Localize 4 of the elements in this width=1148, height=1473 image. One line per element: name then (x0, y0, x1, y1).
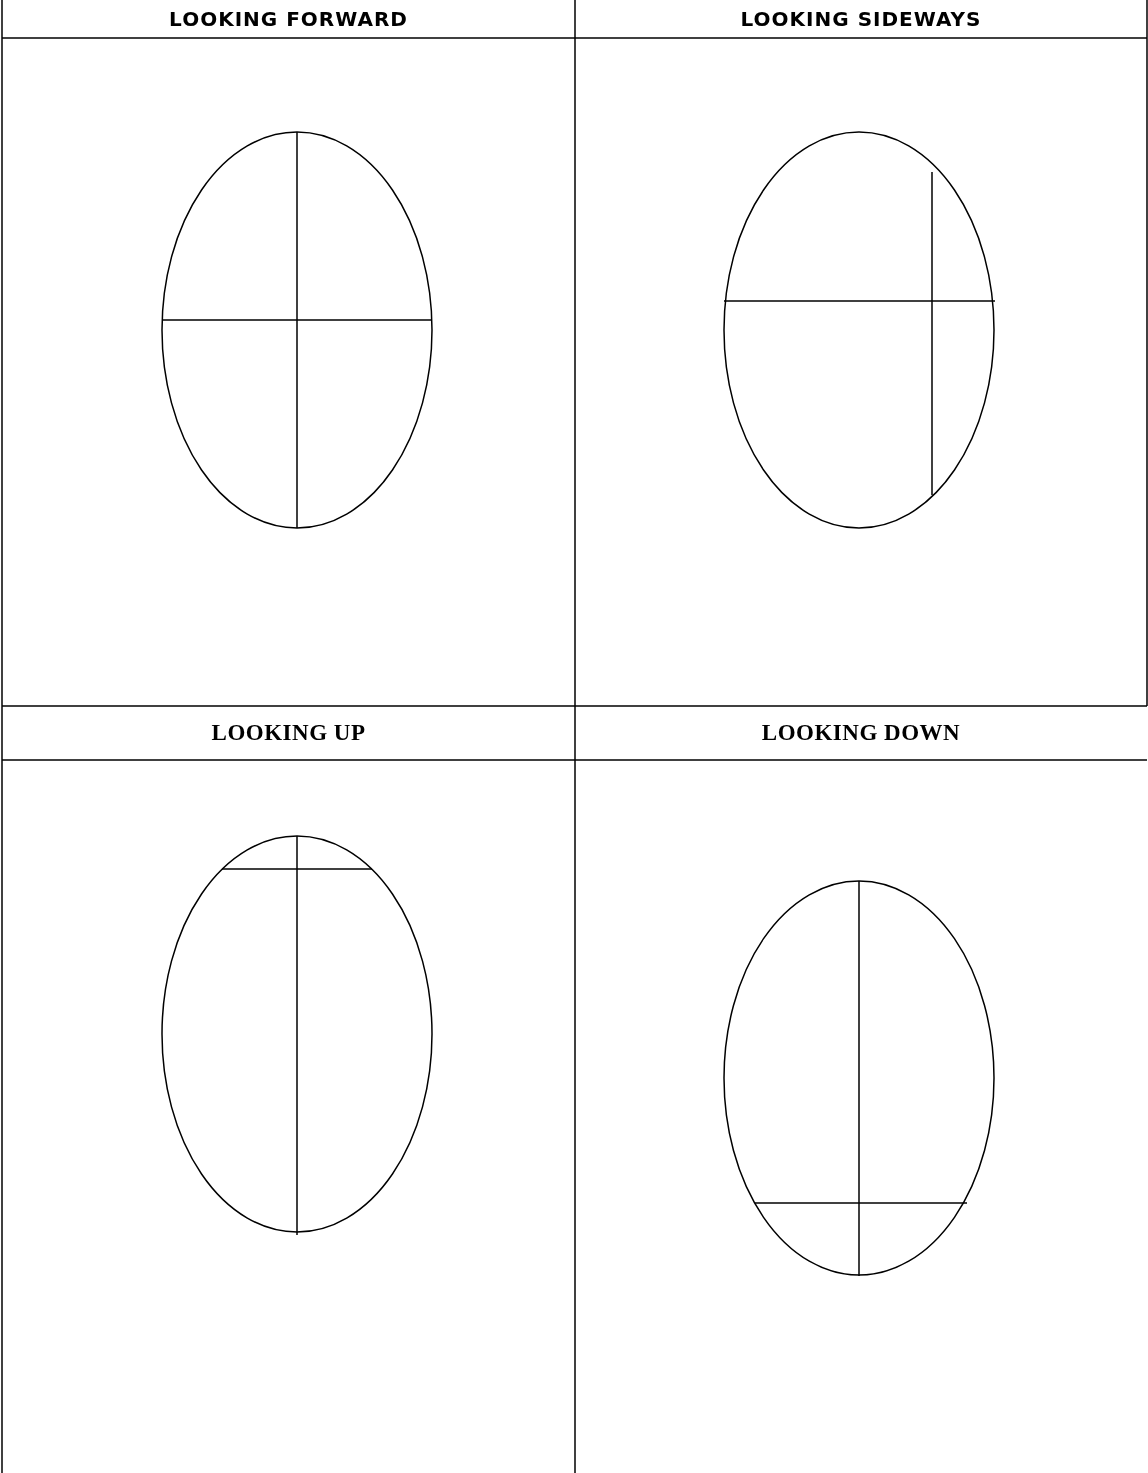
column-heading: LOOKING FORWARD (168, 6, 409, 33)
column-heading: LOOKING UP (210, 719, 367, 747)
column-heading: LOOKING DOWN (760, 719, 962, 747)
column-heading: LOOKING SIDEWAYS (739, 6, 983, 33)
